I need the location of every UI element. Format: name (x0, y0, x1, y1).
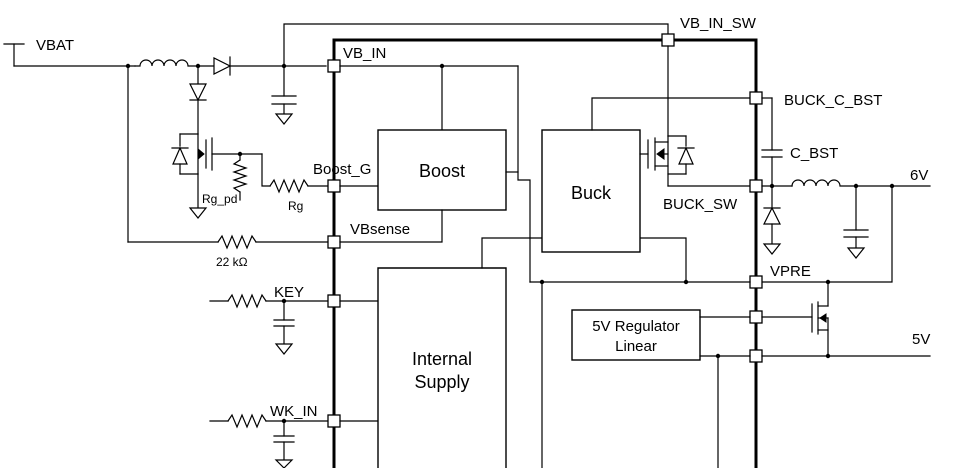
supply-line1: Internal (412, 349, 472, 369)
vb-in-sw-wire (283, 23, 669, 67)
key-pin (327, 294, 341, 308)
boost-label: Boost (419, 161, 465, 181)
input-capacitor (271, 65, 297, 125)
rg-pd-resistor (232, 153, 248, 201)
boost-pmos (171, 133, 263, 219)
buck-freewheel-diode (762, 185, 782, 255)
reg-line1: 5V Regulator (592, 318, 680, 335)
out-5v-label: 5V (912, 331, 930, 348)
buck-c-bst-pin (749, 91, 763, 105)
buck-inductor (791, 179, 931, 187)
buck-nmos (647, 45, 695, 187)
vb-in-sw-pin (661, 33, 675, 47)
rg-label: Rg (288, 199, 303, 213)
wk-in-label: WK_IN (270, 403, 318, 420)
c-bst-label: C_BST (790, 145, 838, 162)
buck-sw-pin (749, 179, 763, 193)
pmos-diode (189, 65, 207, 135)
key-capacitor (273, 300, 295, 355)
buck-block (541, 129, 641, 253)
buck-label: Buck (571, 183, 612, 203)
boost-diode (213, 56, 232, 76)
vbat-label: VBAT (36, 37, 74, 54)
supply-line2: Supply (414, 372, 469, 392)
vbsense-label: VBsense (350, 221, 410, 238)
reg-gate-pin (749, 310, 763, 324)
key-resistor (227, 293, 329, 309)
vb-in-label: VB_IN (343, 45, 386, 62)
sense-resistor-22k (217, 234, 329, 250)
reg-fb-pin (749, 349, 763, 363)
c-bst-capacitor (761, 97, 783, 187)
linear-regulator-block (571, 309, 701, 361)
output-capacitor-6v (843, 185, 869, 259)
wk-in-pin (327, 414, 341, 428)
ic-outline (332, 38, 758, 468)
input-inductor (134, 59, 215, 67)
vbsense-pin (327, 235, 341, 249)
vbat-terminal (3, 43, 25, 67)
vpre-label: VPRE (770, 263, 811, 280)
vpre-pin (749, 275, 763, 289)
linear-pass-nmos (761, 301, 829, 357)
internal-supply-block (377, 267, 507, 468)
wk-in-resistor (227, 413, 329, 429)
vb-in-sw-label: VB_IN_SW (680, 15, 757, 32)
out-6v-label: 6V (910, 167, 928, 184)
r-22k-label: 22 kΩ (216, 255, 248, 269)
boost-g-pin (327, 179, 341, 193)
reg-line2: Linear (615, 338, 657, 355)
vb-in-pin (327, 59, 341, 73)
key-label: KEY (274, 284, 304, 301)
rg-pd-label: Rg_pd (202, 192, 237, 206)
boost-g-label: Boost_G (313, 161, 371, 178)
rg-resistor (269, 178, 329, 194)
wk-in-capacitor (273, 420, 295, 468)
buck-sw-label: BUCK_SW (663, 196, 738, 213)
buck-c-bst-label: BUCK_C_BST (784, 92, 882, 109)
boost-block (377, 129, 507, 211)
